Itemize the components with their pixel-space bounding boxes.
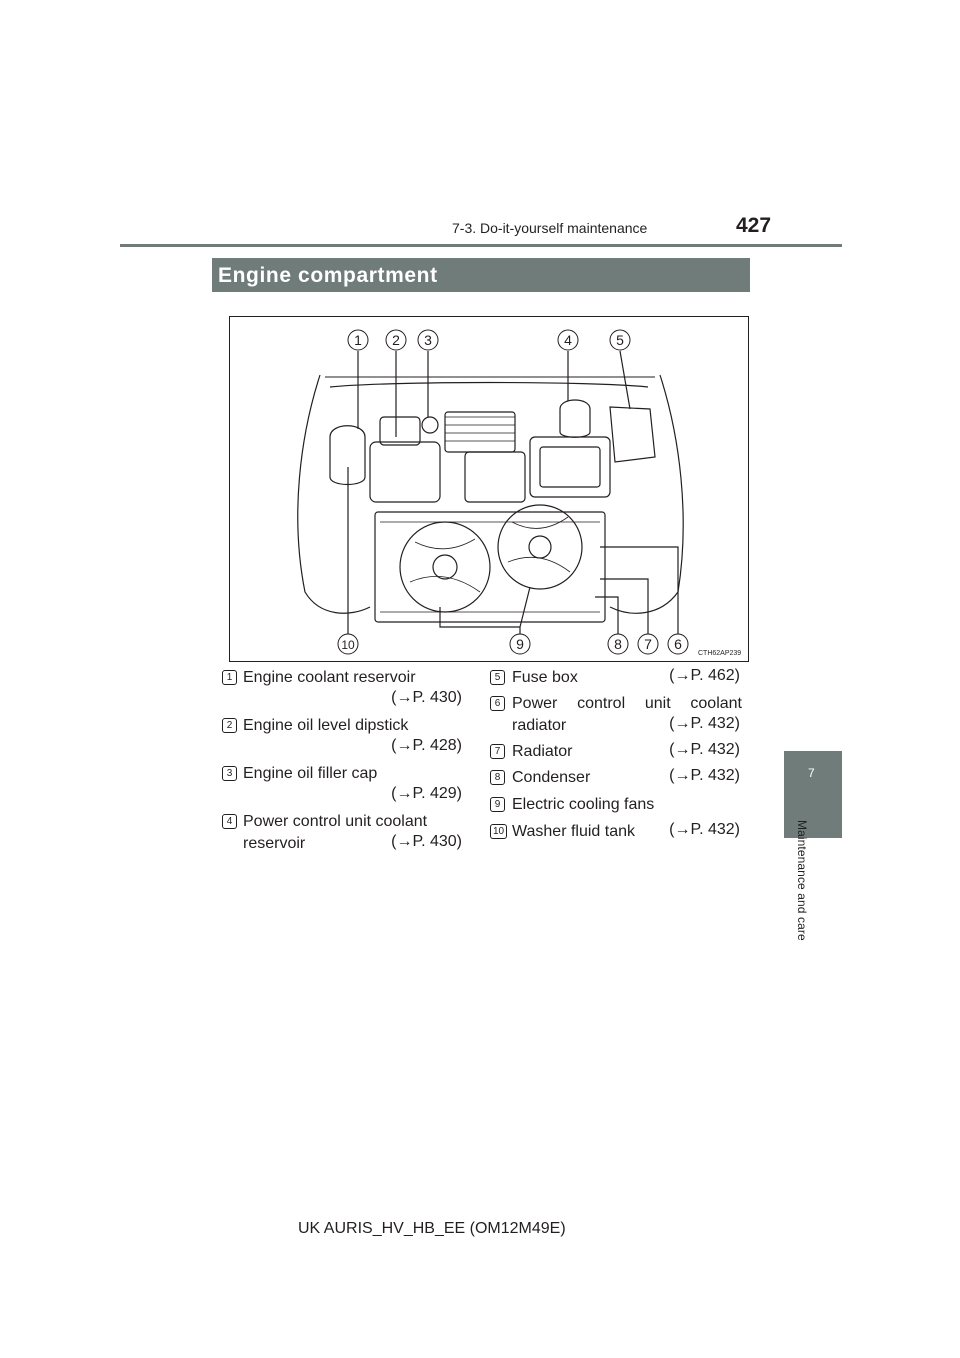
item-ref-3: (→P. 429) — [391, 785, 462, 802]
callout-8: 8 — [607, 633, 629, 655]
item-number-4: 4 — [222, 814, 237, 829]
svg-text:2: 2 — [392, 332, 400, 348]
leader-5 — [619, 350, 631, 410]
engine-compartment-figure: 1 2 3 4 5 6 7 8 9 10 CTH62AP239 — [229, 316, 749, 662]
svg-text:10: 10 — [341, 638, 355, 652]
item-number-5: 5 — [490, 670, 505, 685]
leader-7 — [600, 578, 649, 639]
chapter-tab-number: 7 — [808, 766, 815, 780]
leader-8 — [595, 596, 619, 639]
callout-9: 9 — [509, 633, 531, 655]
item-number-9: 9 — [490, 797, 505, 812]
callout-3: 3 — [417, 329, 439, 351]
fan-left — [399, 521, 491, 613]
item-label-1: Engine coolant reservoir — [243, 669, 416, 686]
coolant-reservoir-shape — [329, 425, 366, 486]
chapter-tab — [784, 751, 842, 838]
item-label-6-cont: radiator — [512, 717, 567, 734]
item-ref-2: (→P. 428) — [391, 737, 462, 754]
item-label-4-cont: reservoir — [243, 835, 306, 852]
item-label-4: Power control unit coolant — [243, 813, 428, 830]
item-ref-10: (→P. 432) — [669, 821, 740, 838]
item-number-10: 10 — [490, 824, 507, 839]
item-number-1: 1 — [222, 670, 237, 685]
svg-text:6: 6 — [674, 636, 682, 652]
svg-text:1: 1 — [354, 332, 362, 348]
item-ref-5: (→P. 462) — [669, 667, 740, 684]
item-ref-4: (→P. 430) — [391, 833, 462, 850]
callout-10: 10 — [337, 633, 359, 655]
svg-text:7: 7 — [644, 636, 652, 652]
body-right-edge — [609, 374, 684, 614]
figure-code: CTH62AP239 — [698, 650, 741, 657]
item-number-8: 8 — [490, 770, 505, 785]
fan-right — [497, 504, 583, 590]
section-title-bar — [212, 258, 750, 292]
header-divider — [120, 244, 842, 247]
item-ref-7: (→P. 432) — [669, 741, 740, 758]
item-label-2: Engine oil level dipstick — [243, 717, 409, 734]
page-number: 427 — [736, 214, 772, 237]
body-left-edge — [297, 374, 371, 614]
engine-illustration: 1 2 3 4 5 6 7 8 9 10 CTH62AP239 — [297, 329, 741, 657]
callout-1: 1 — [347, 329, 369, 351]
footer-model-code: UK AURIS_HV_HB_EE (OM12M49E) — [298, 1220, 566, 1237]
item-label-5: Fuse box — [512, 669, 578, 686]
item-ref-1: (→P. 430) — [391, 689, 462, 706]
item-label-8: Condenser — [512, 769, 591, 786]
item-number-2: 2 — [222, 718, 237, 733]
callout-6: 6 — [667, 633, 689, 655]
item-ref-8: (→P. 432) — [669, 767, 740, 784]
callout-4: 4 — [557, 329, 579, 351]
item-label-6: Power control unit coolant — [512, 695, 742, 712]
callout-7: 7 — [637, 633, 659, 655]
item-ref-6: (→P. 432) — [669, 715, 740, 732]
item-label-9: Electric cooling fans — [512, 796, 655, 813]
item-number-3: 3 — [222, 766, 237, 781]
item-number-7: 7 — [490, 744, 505, 759]
callout-5: 5 — [609, 329, 631, 351]
svg-text:9: 9 — [516, 636, 524, 652]
item-number-6: 6 — [490, 696, 505, 711]
callout-2: 2 — [385, 329, 407, 351]
svg-text:8: 8 — [614, 636, 622, 652]
item-label-7: Radiator — [512, 743, 573, 760]
svg-text:4: 4 — [564, 332, 572, 348]
header-section-title: 7-3. Do-it-yourself maintenance — [452, 220, 648, 236]
section-title: Engine compartment — [218, 264, 438, 287]
radiator-frame — [374, 511, 606, 623]
chapter-tab-title: Maintenance and care — [795, 820, 809, 941]
svg-text:3: 3 — [424, 332, 432, 348]
leader-9 — [439, 586, 531, 639]
svg-text:5: 5 — [616, 332, 624, 348]
item-label-10: Washer fluid tank — [512, 823, 636, 840]
leader-6 — [600, 546, 679, 639]
item-label-3: Engine oil filler cap — [243, 765, 378, 782]
